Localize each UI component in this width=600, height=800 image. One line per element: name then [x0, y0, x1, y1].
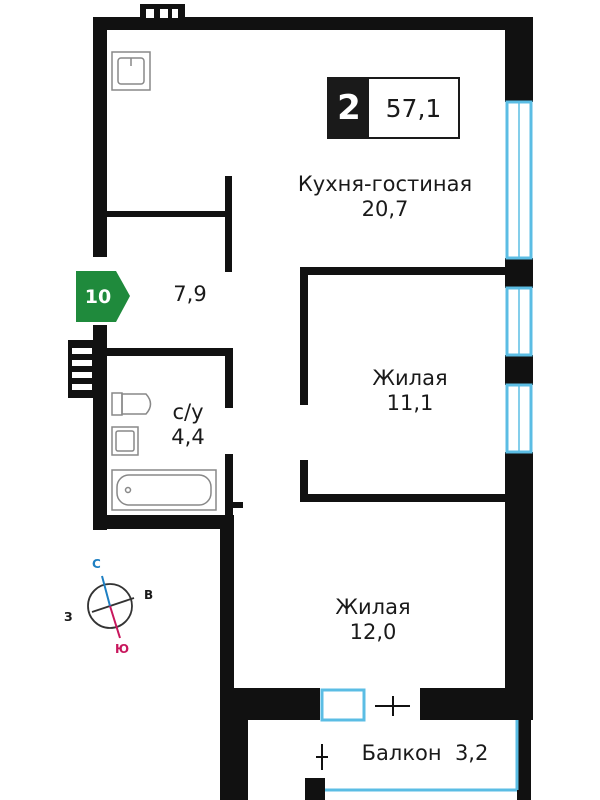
compass-south-label: Ю — [115, 642, 130, 656]
partitions — [107, 176, 505, 516]
compass-west-label: З — [64, 610, 73, 624]
room-bedroom-2: Жилая 12,0 — [308, 595, 438, 645]
windows — [320, 100, 533, 792]
room-area: 4,4 — [171, 425, 205, 450]
room-count: 2 — [329, 79, 369, 137]
kitchen-sink-icon — [111, 51, 151, 91]
compass-east-label: В — [144, 588, 154, 602]
room-label: Балкон 3,2 — [361, 741, 489, 765]
floor-tag: 10 — [76, 271, 130, 322]
room-name: Жилая — [372, 366, 448, 390]
door-markers — [316, 696, 410, 770]
room-area: 12,0 — [349, 620, 397, 645]
room-bedroom-1: Жилая 11,1 — [345, 366, 475, 416]
room-name: Жилая — [335, 595, 411, 619]
floor-number: 10 — [84, 285, 112, 308]
room-name: Кухня-гостиная — [297, 172, 473, 196]
room-hall: 7,9 — [160, 282, 220, 307]
room-area: 11,1 — [386, 391, 434, 416]
compass-north-label: С — [92, 557, 101, 571]
walls — [68, 4, 533, 800]
room-balcony: Балкон 3,2 — [340, 741, 510, 766]
floor-tag-shape — [76, 271, 130, 322]
room-kitchen-living: Кухня-гостиная 20,7 — [280, 172, 490, 222]
room-area: 20,7 — [361, 197, 409, 222]
apartment-badge: 2 57,1 — [327, 77, 460, 139]
room-name: с/у — [172, 400, 204, 424]
total-area: 57,1 — [385, 93, 442, 123]
room-area: 7,9 — [173, 282, 207, 306]
compass-icon — [87, 575, 135, 639]
room-bathroom: с/у 4,4 — [158, 400, 218, 450]
bathtub-icon — [111, 469, 217, 511]
toilet-icon — [111, 392, 152, 416]
washbasin-icon — [111, 426, 139, 456]
